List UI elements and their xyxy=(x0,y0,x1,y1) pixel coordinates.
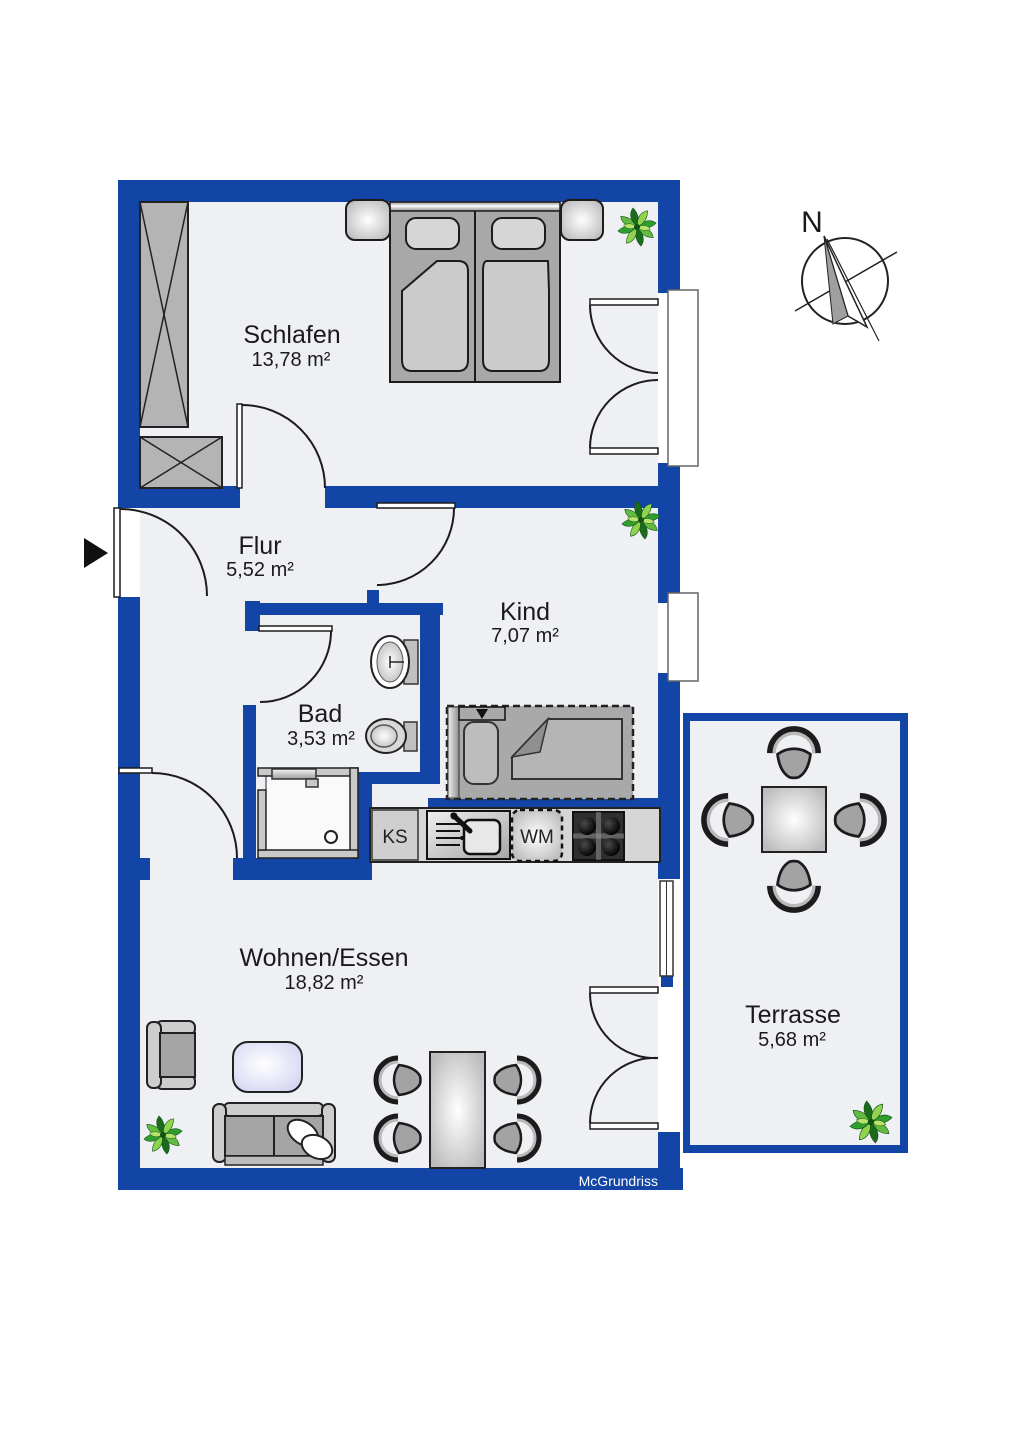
balcony-double-door xyxy=(589,298,659,455)
dining-table xyxy=(429,1051,486,1169)
schlafen-furniture xyxy=(139,199,657,489)
room-label-schlafen: Schlafen xyxy=(243,321,340,349)
toilet xyxy=(365,718,418,754)
schlafen-door xyxy=(236,403,326,489)
kind-recess xyxy=(667,592,699,682)
double-bed xyxy=(389,201,561,383)
terrace-table xyxy=(761,786,827,853)
balcony-recess xyxy=(667,289,699,467)
room-area-flur: 5,52 m² xyxy=(226,559,294,581)
room-area-kind: 7,07 m² xyxy=(491,625,559,647)
wohnen-door xyxy=(118,767,238,859)
wohnen-furniture xyxy=(143,1020,538,1169)
wardrobe-small xyxy=(139,436,223,489)
walls xyxy=(118,180,908,1190)
room-area-bad: 3,53 m² xyxy=(287,728,355,750)
kitchen-window xyxy=(659,880,674,977)
kitchen: KS WM xyxy=(369,807,661,863)
terrace-furniture xyxy=(705,730,893,1144)
armchair xyxy=(146,1020,196,1090)
room-label-terrasse: Terrasse xyxy=(745,1001,841,1029)
coffee-table xyxy=(232,1041,303,1093)
sink xyxy=(370,635,419,689)
room-labels: Schlafen 13,78 m² Flur 5,52 m² Kind 7,07… xyxy=(226,321,841,1051)
entrance-door xyxy=(113,507,208,598)
room-area-schlafen: 13,78 m² xyxy=(252,349,331,371)
kind-door xyxy=(376,502,456,586)
wardrobe-tall xyxy=(139,201,189,428)
door-recesses xyxy=(667,289,699,682)
room-label-wohnen: Wohnen/Essen xyxy=(239,944,408,972)
doors xyxy=(113,298,659,1130)
bad-door xyxy=(258,625,333,703)
entrance-arrow-icon xyxy=(84,538,108,568)
room-label-bad: Bad xyxy=(298,700,342,728)
fridge xyxy=(371,809,419,861)
sofa xyxy=(212,1102,336,1166)
north-label: N xyxy=(801,206,823,239)
washing-machine-label: WM xyxy=(520,827,554,848)
bad-fixtures xyxy=(257,635,419,859)
room-area-wohnen: 18,82 m² xyxy=(285,972,364,994)
fridge-label: KS xyxy=(382,827,407,848)
washing-machine: WM xyxy=(510,808,564,863)
room-area-terrasse: 5,68 m² xyxy=(758,1029,826,1051)
kind-furniture xyxy=(445,500,661,801)
stove xyxy=(572,811,625,861)
watermark: McGrundriss xyxy=(579,1173,658,1189)
compass-icon: N xyxy=(794,206,898,342)
terrace-double-door xyxy=(588,986,659,1130)
kitchen-sink xyxy=(426,810,511,860)
nightstand-left xyxy=(345,199,391,241)
room-label-kind: Kind xyxy=(500,598,550,626)
shower xyxy=(257,767,359,859)
nightstand-right xyxy=(560,199,604,241)
room-label-flur: Flur xyxy=(238,532,281,560)
kind-bed xyxy=(445,704,635,801)
